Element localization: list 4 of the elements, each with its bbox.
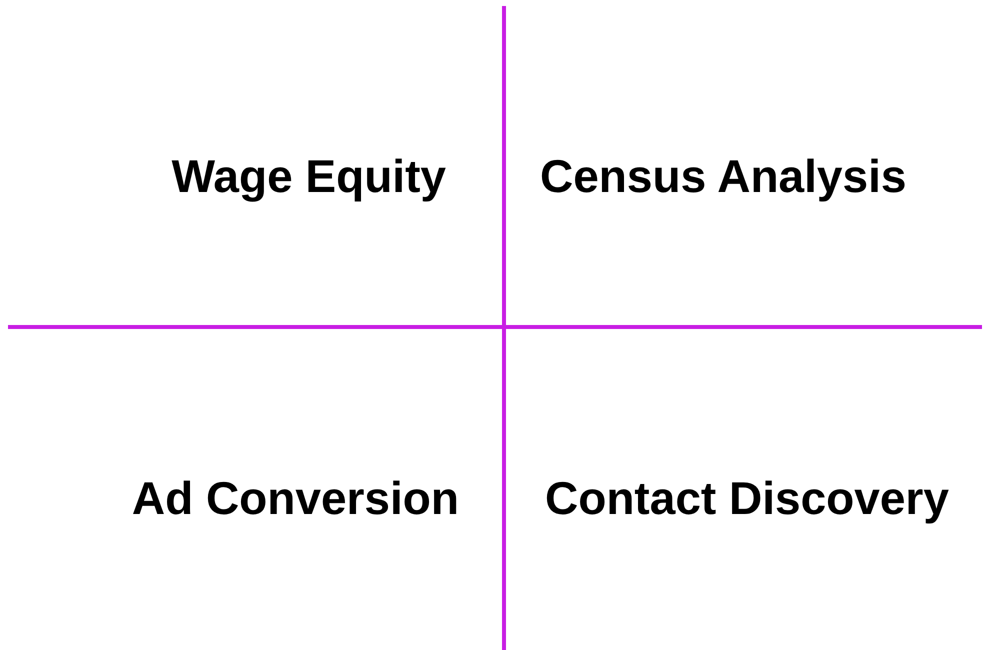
quadrant-label: Contact Discovery (545, 471, 949, 525)
quadrant-label: Wage Equity (172, 149, 446, 203)
quadrant-label: Ad Conversion (132, 471, 459, 525)
quadrant-label: Census Analysis (540, 149, 906, 203)
